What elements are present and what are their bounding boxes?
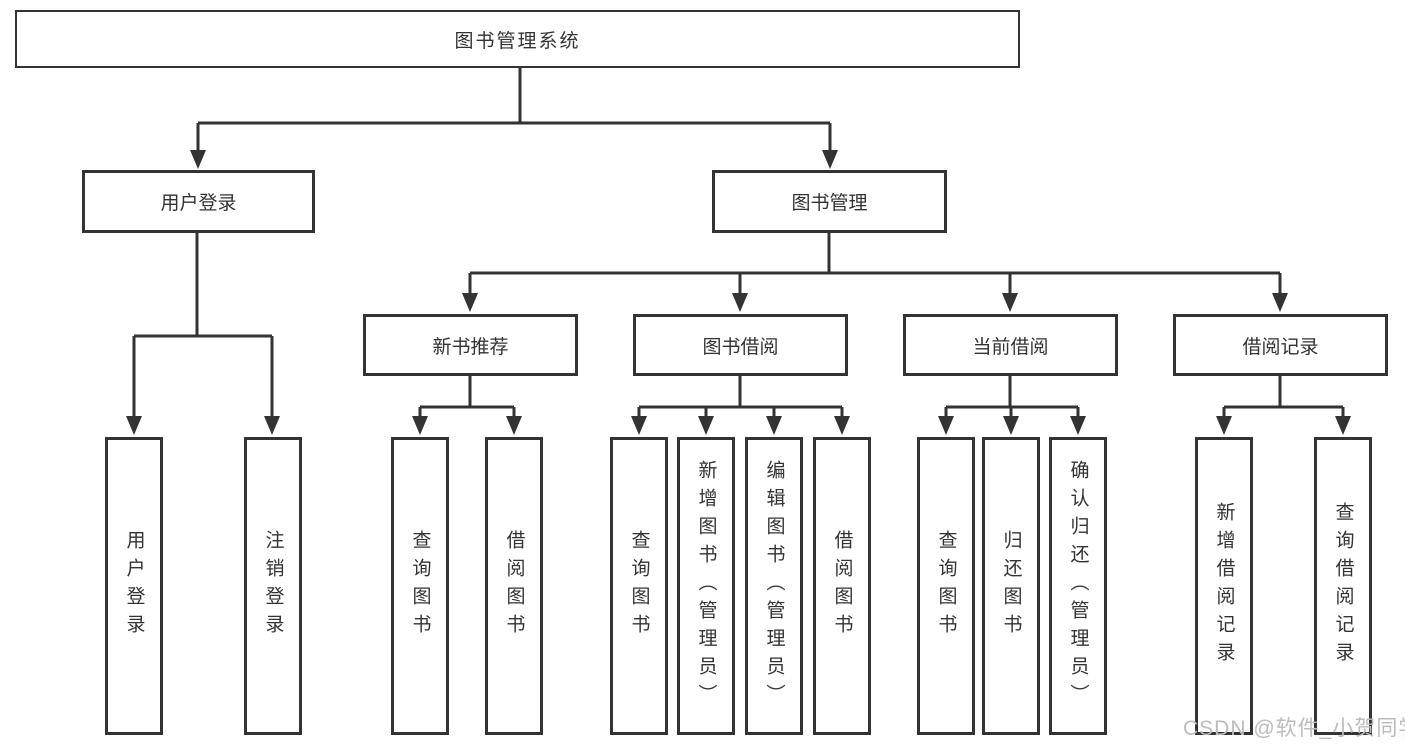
leaf-borrow-books-recommend: 借阅图书 bbox=[485, 437, 543, 735]
watermark: CSDN @软件_小贺同学 bbox=[1183, 717, 1405, 740]
node-book-management: 图书管理 bbox=[712, 170, 947, 233]
connector-current-borrow-to-leaves bbox=[938, 376, 1086, 435]
connector-book-management-to-level2 bbox=[462, 233, 1288, 312]
leaf-query-books-recommend: 查询图书 bbox=[391, 437, 449, 735]
node-current-borrow: 当前借阅 bbox=[903, 314, 1118, 376]
leaf-edit-books-admin: 编辑图书（管理员） bbox=[745, 437, 803, 735]
leaf-return-books: 归还图书 bbox=[982, 437, 1040, 735]
connector-book-borrow-to-leaves bbox=[631, 376, 850, 435]
connector-borrow-records-to-leaves bbox=[1216, 376, 1351, 435]
node-book-borrow: 图书借阅 bbox=[633, 314, 848, 376]
node-user-login: 用户登录 bbox=[82, 170, 315, 233]
leaf-borrow-books: 借阅图书 bbox=[813, 437, 871, 735]
connector-new-book-recommend-to-leaves bbox=[412, 376, 522, 435]
leaf-add-books-admin: 新增图书（管理员） bbox=[677, 437, 735, 735]
node-borrow-records: 借阅记录 bbox=[1173, 314, 1388, 376]
leaf-query-books-borrow: 查询图书 bbox=[610, 437, 668, 735]
leaf-add-borrow-record: 新增借阅记录 bbox=[1195, 437, 1253, 735]
leaf-confirm-return-admin: 确认归还（管理员） bbox=[1049, 437, 1107, 735]
node-new-book-recommend: 新书推荐 bbox=[363, 314, 578, 376]
leaf-logout: 注销登录 bbox=[244, 437, 302, 735]
leaf-query-borrow-record: 查询借阅记录 bbox=[1314, 437, 1372, 735]
connector-user-login-to-leaves bbox=[126, 233, 280, 435]
leaf-user-login: 用户登录 bbox=[105, 437, 163, 735]
leaf-query-books-current: 查询图书 bbox=[917, 437, 975, 735]
node-root-system: 图书管理系统 bbox=[15, 10, 1020, 68]
